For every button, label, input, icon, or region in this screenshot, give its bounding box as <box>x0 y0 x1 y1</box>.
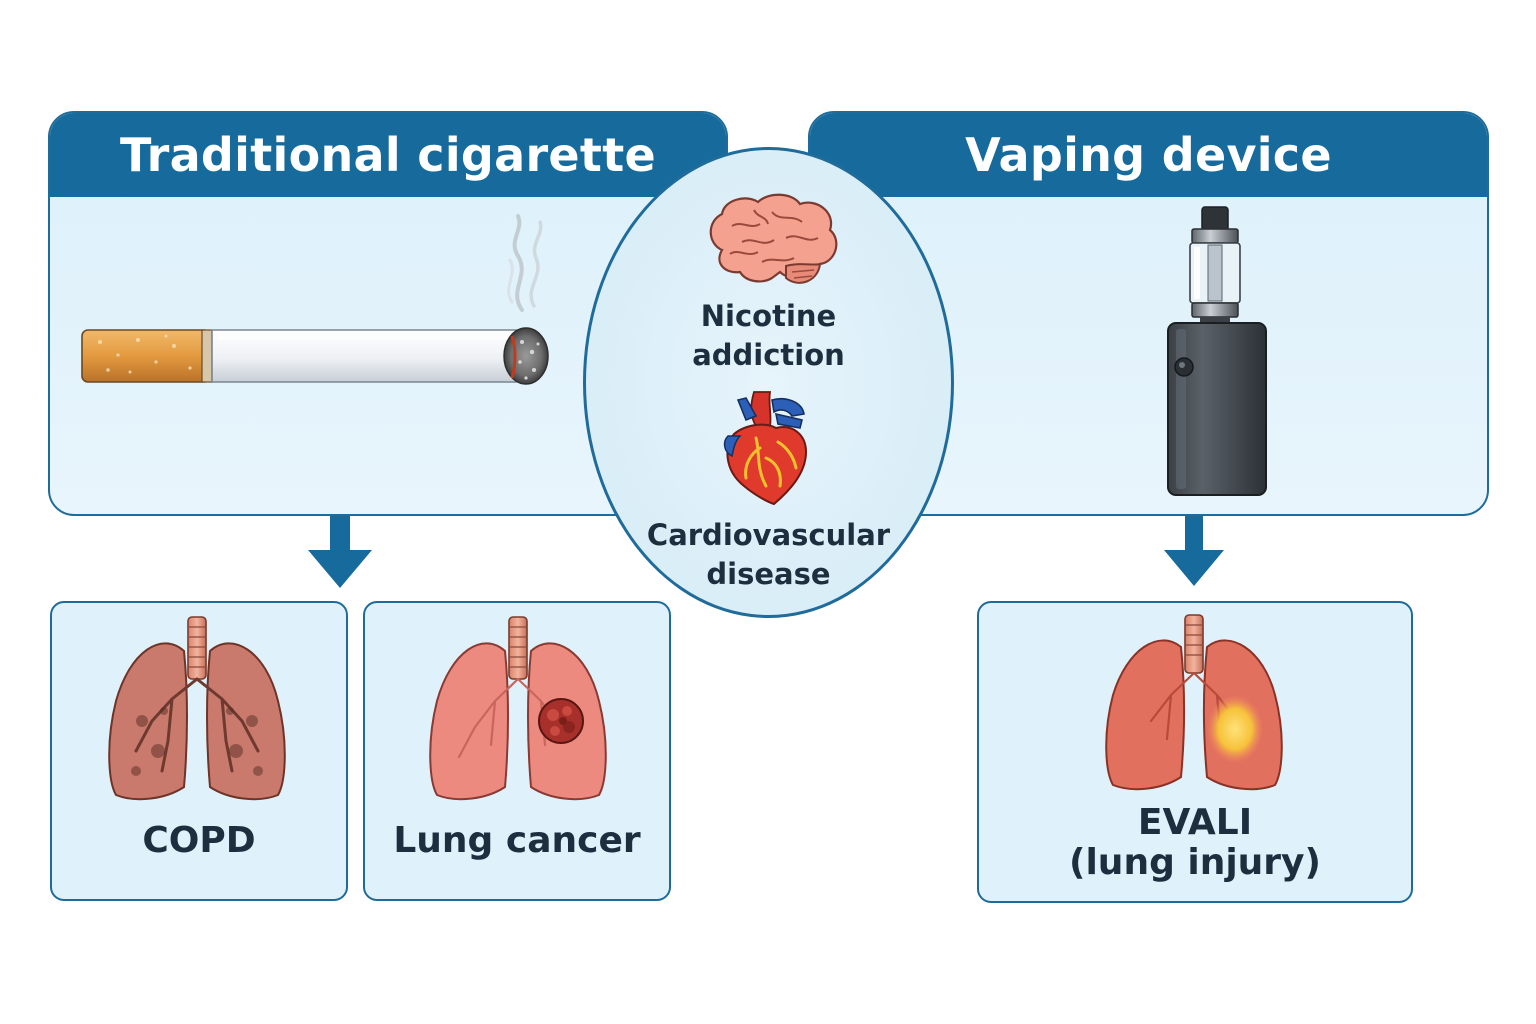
evali-label: EVALI (lung injury) <box>979 803 1411 883</box>
evali-label-line-1: EVALI <box>1137 802 1253 843</box>
traditional-cigarette-title: Traditional cigarette <box>50 113 726 197</box>
nicotine-addiction-line-1: Nicotine <box>700 299 837 333</box>
lung-cancer-label: Lung cancer <box>393 820 641 861</box>
nicotine-addiction-label: Nicotine addiction <box>586 297 951 375</box>
nicotine-addiction-line-2: addiction <box>692 338 845 372</box>
vaping-device-title: Vaping device <box>810 113 1487 197</box>
copd-label: COPD <box>142 820 256 861</box>
lung-cancer-lungs-icon <box>429 616 607 801</box>
heart-icon <box>723 391 808 506</box>
evali-box: EVALI (lung injury) <box>977 601 1413 903</box>
lung-cancer-box: Lung cancer <box>363 601 671 901</box>
evali-lungs-icon <box>1105 614 1283 791</box>
arrow-down-icon <box>1164 516 1224 586</box>
brain-icon <box>709 193 838 284</box>
arrow-down-icon <box>308 516 372 588</box>
cardiovascular-disease-line-2: disease <box>706 557 831 591</box>
vaping-device-icon <box>1167 206 1267 496</box>
cardiovascular-disease-line-1: Cardiovascular <box>646 518 891 552</box>
copd-box: COPD <box>50 601 348 901</box>
cigarette-icon <box>81 214 549 385</box>
cardiovascular-disease-label: Cardiovascular disease <box>586 516 951 594</box>
evali-label-line-2: (lung injury) <box>1069 842 1321 883</box>
shared-effects-oval: Nicotine addiction Cardiovascular diseas… <box>583 147 954 618</box>
copd-lungs-icon <box>108 616 286 801</box>
